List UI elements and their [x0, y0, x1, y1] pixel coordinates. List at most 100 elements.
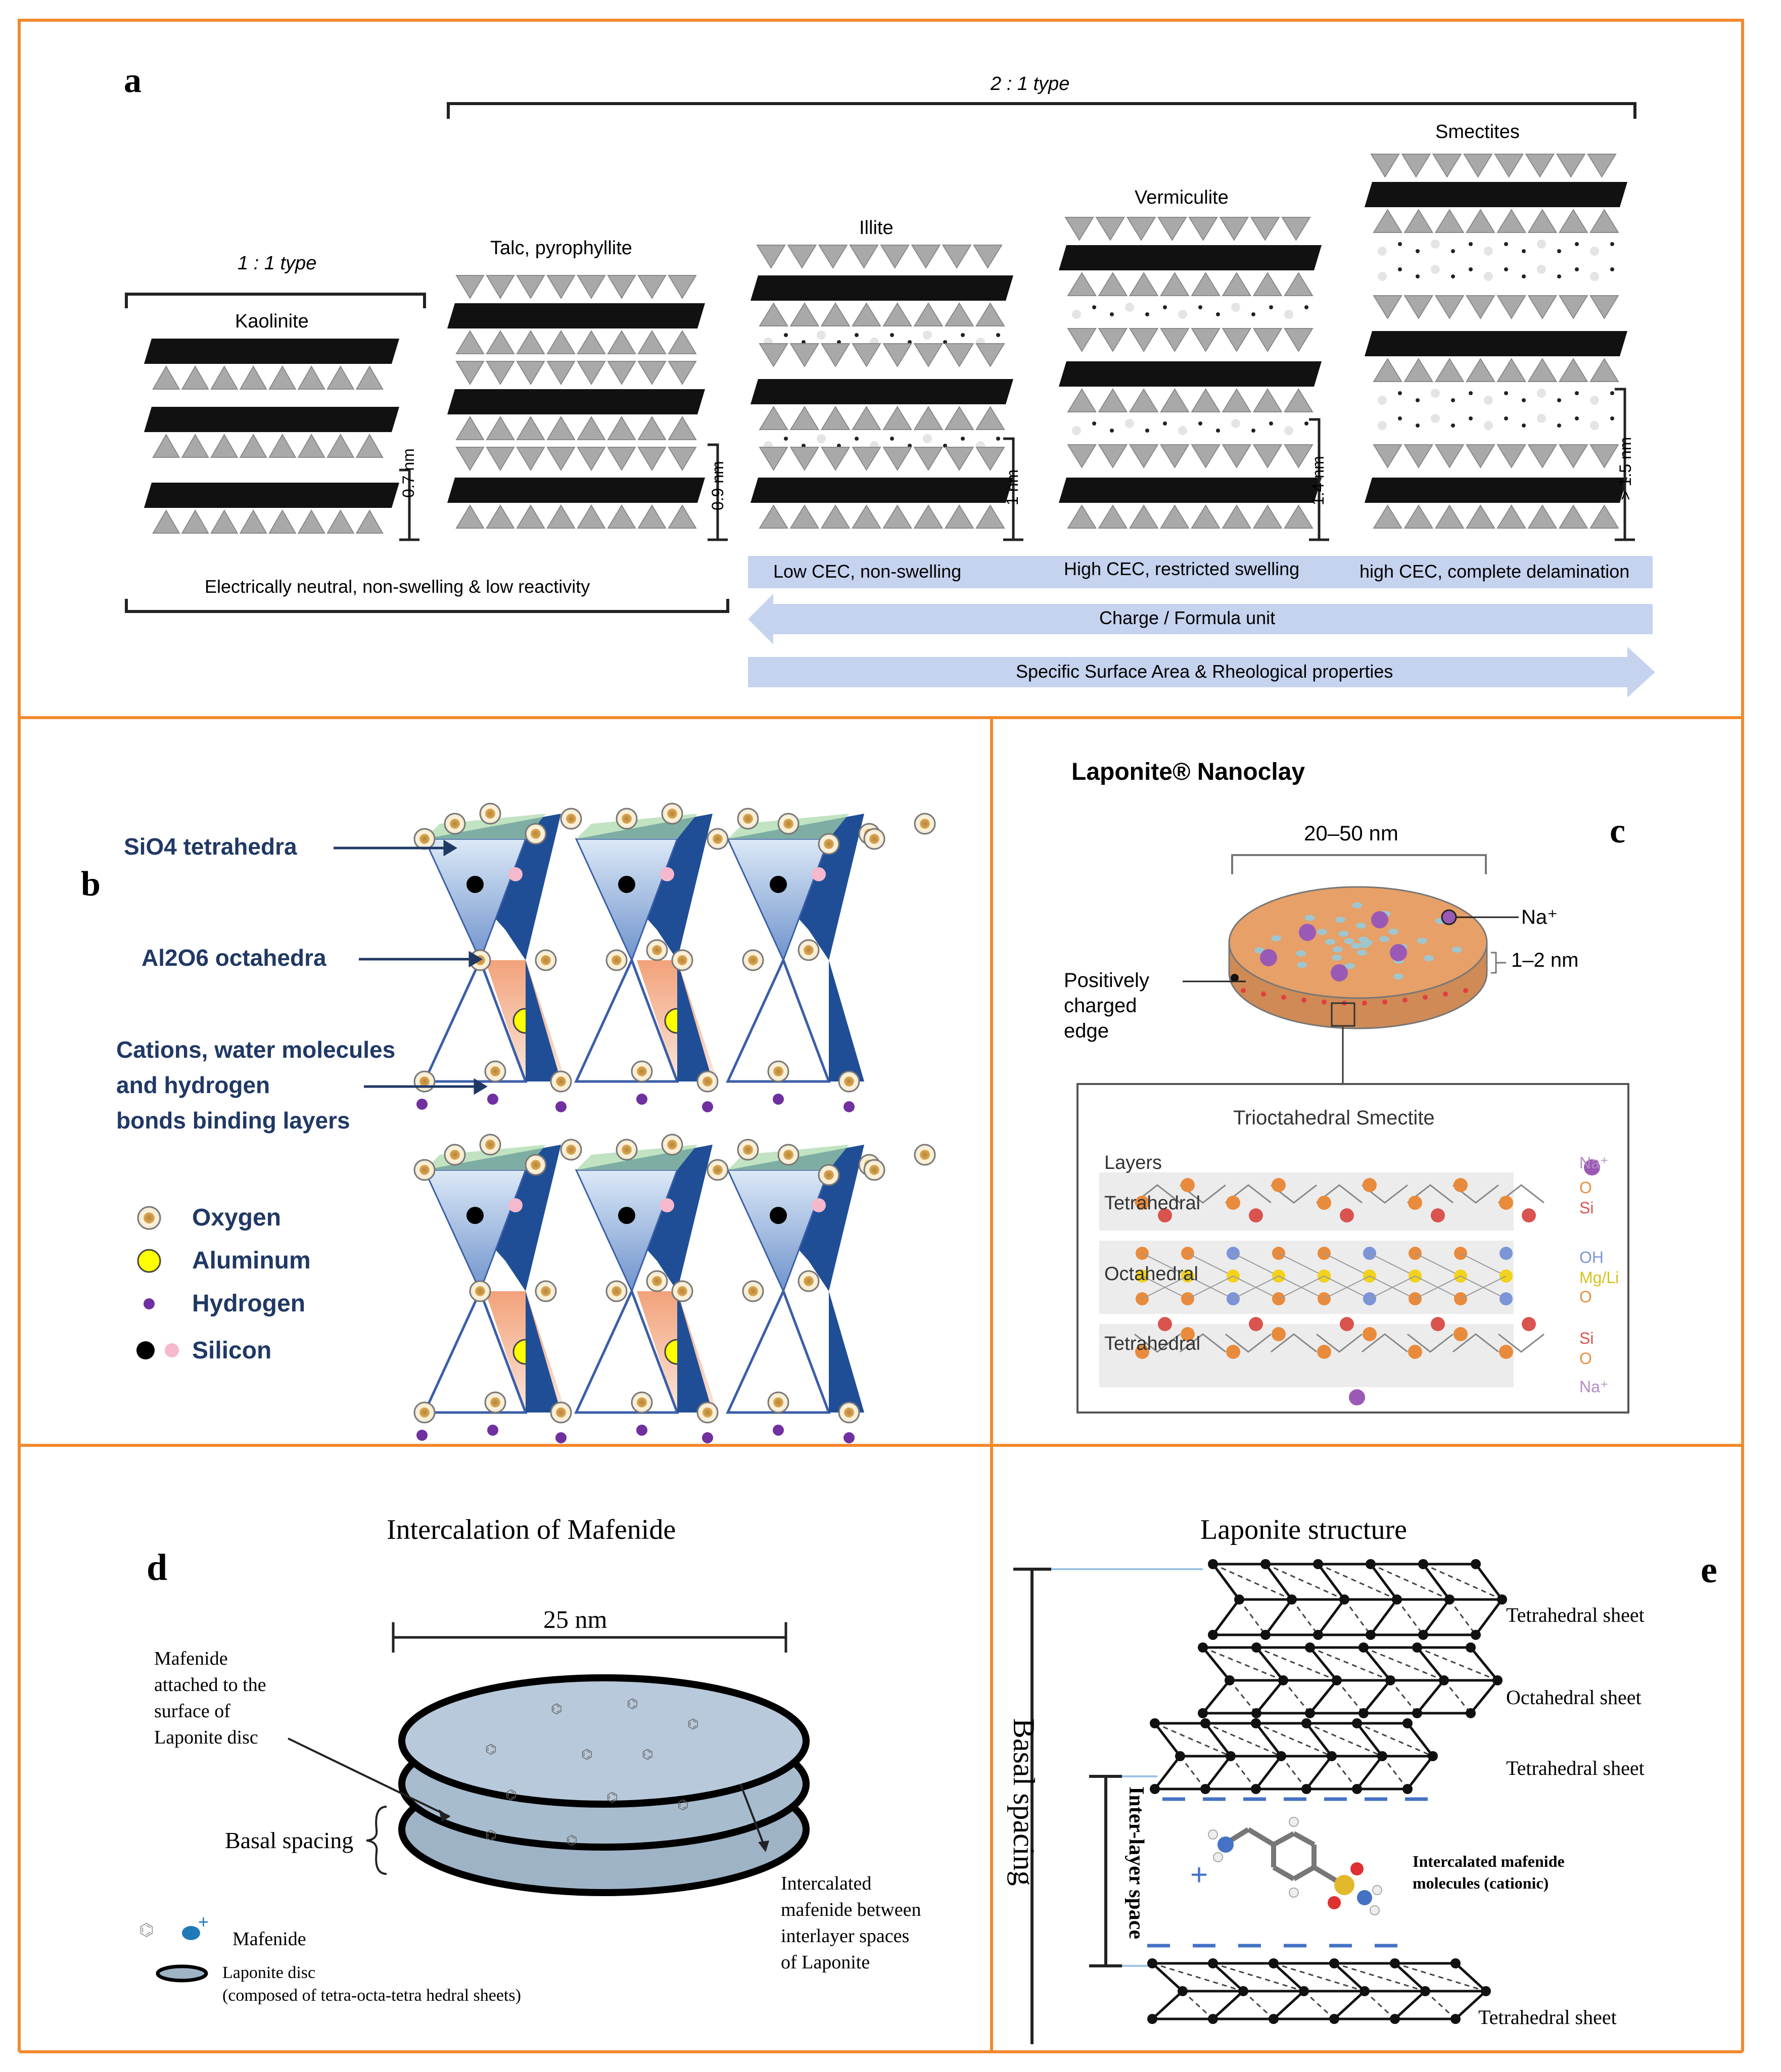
- tetrahedron: [820, 504, 851, 529]
- bond: [1134, 1333, 1181, 1353]
- tetrahedron: [1496, 444, 1526, 468]
- oxygen-atom: [818, 1164, 840, 1186]
- tetrahedron: [355, 365, 384, 390]
- tetrahedron: [1527, 504, 1558, 529]
- tetrahedron: [759, 406, 788, 430]
- row-tetra-top: Tetrahedral: [1104, 1193, 1201, 1214]
- bond: [1282, 1680, 1311, 1714]
- bond: [1182, 1990, 1214, 2020]
- tetrahedron: [546, 361, 576, 385]
- tetrahedron: [759, 504, 788, 529]
- lattice-atom: [1299, 1986, 1309, 1996]
- d-smectites: > 1.5 nm: [1616, 437, 1634, 500]
- tetrahedron: [152, 365, 180, 390]
- bond: [1280, 1756, 1307, 1790]
- tetrahedron: [1589, 444, 1619, 468]
- octahedral-sheet: [1059, 245, 1322, 270]
- interlayer-cation: [1504, 267, 1508, 271]
- tetrahedron: [975, 343, 1005, 367]
- tetrahedron: [239, 509, 267, 534]
- d-illite: 1 nm: [1003, 469, 1021, 505]
- tetrahedron: [1527, 209, 1558, 233]
- oxygen-atom: [525, 1154, 547, 1176]
- tetrahedron: [759, 343, 788, 367]
- silicon-atom: [508, 1198, 523, 1212]
- oxygen-atom: [914, 813, 936, 835]
- bracket-21: [447, 102, 1636, 119]
- surface-charge: [1351, 943, 1362, 949]
- panel-d-figure: ⌬⌬⌬⌬⌬⌬⌬⌬⌬⌬⌬ ⌬ +: [139, 1622, 810, 1983]
- bond: [1233, 1253, 1279, 1277]
- interlayer-cation: [1590, 396, 1599, 405]
- row-layers: Layers: [1104, 1152, 1162, 1173]
- oxygen-atom: [444, 1144, 466, 1166]
- lattice-atom: [1366, 1630, 1376, 1640]
- bond: [1309, 1646, 1338, 1681]
- tetrahedron: [637, 504, 667, 529]
- oxygen-atom: [838, 1401, 860, 1424]
- bond: [1202, 1679, 1231, 1714]
- tetrahedron: [1252, 504, 1283, 529]
- bond: [1278, 1253, 1325, 1277]
- interlayer-cation: [1537, 389, 1546, 398]
- tetrahedron: [1067, 388, 1097, 412]
- oxygen-atom: [484, 1060, 506, 1082]
- oxygen-atom: [1408, 1345, 1422, 1359]
- d-kaolinite: 0.7 nm: [399, 448, 417, 498]
- bond: [1363, 1646, 1391, 1681]
- tetrahedron: [516, 447, 545, 471]
- tetrahedron: [787, 245, 817, 269]
- bond: [1362, 1333, 1408, 1353]
- hydrogen-atom: [1289, 1817, 1299, 1827]
- tetrahedron: [944, 406, 974, 430]
- hydrogen-atom: [702, 1432, 713, 1443]
- tetrahedron: [1067, 444, 1097, 468]
- talc-label: Talc, pyrophyllite: [490, 238, 632, 259]
- tetrahedron: [1222, 504, 1252, 529]
- interlayer-cation: [1269, 421, 1273, 426]
- tetrahedron: [326, 365, 355, 390]
- lattice-atom: [1251, 1642, 1261, 1653]
- bond: [1336, 1680, 1365, 1714]
- mafenide-molecule: ⌬: [687, 1716, 699, 1731]
- interlayer-cation: [1416, 423, 1420, 428]
- tetrahedron: [1403, 209, 1434, 233]
- lattice-atom: [1352, 1784, 1362, 1794]
- tetrahedron: [355, 433, 384, 458]
- tetrahedron: [297, 509, 325, 534]
- oxygen-atom: [1328, 1896, 1341, 1909]
- interlayer-cation: [1251, 429, 1255, 433]
- edge-label-1: Positively: [1064, 969, 1149, 992]
- tetrahedron: [1126, 217, 1156, 241]
- zoom-square: [1331, 1002, 1355, 1027]
- hydrogen-atom: [487, 1094, 498, 1105]
- tetrahedron: [486, 330, 515, 354]
- oxygen-atom: [1135, 1345, 1149, 1359]
- bond: [1324, 1253, 1370, 1277]
- tetrahedron: [1403, 358, 1434, 382]
- tetrahedron: [1434, 358, 1465, 382]
- edge-label-3: edge: [1064, 1020, 1109, 1042]
- oxygen-atom: [1317, 1345, 1331, 1359]
- bond: [1211, 1598, 1241, 1636]
- lattice-atom: [1402, 1784, 1413, 1794]
- interlayer-cation: [1072, 426, 1081, 435]
- tetrahedron: [1466, 358, 1495, 382]
- bond: [1356, 1722, 1383, 1757]
- hydrogen-atom: [636, 1425, 647, 1436]
- tetrahedron: [1434, 295, 1465, 319]
- interlayer-cation: [1416, 398, 1420, 402]
- bond: [1152, 1962, 1244, 1992]
- tetrahedron: [882, 447, 912, 471]
- lattice-atom: [1301, 1718, 1311, 1728]
- tetrahedron: [268, 365, 297, 390]
- tetrahedron: [1098, 504, 1128, 529]
- inter-4: of Laponite: [781, 1952, 870, 1973]
- hydrogen-atom: [1370, 1905, 1380, 1915]
- tetrahedron: [789, 504, 820, 529]
- octahedron-edge: [574, 1288, 679, 1414]
- surface-charge: [1344, 963, 1355, 969]
- interlayer-cation: [1431, 240, 1440, 249]
- interlayer-cation: [1451, 274, 1455, 278]
- interlayer-cation: [1398, 391, 1402, 395]
